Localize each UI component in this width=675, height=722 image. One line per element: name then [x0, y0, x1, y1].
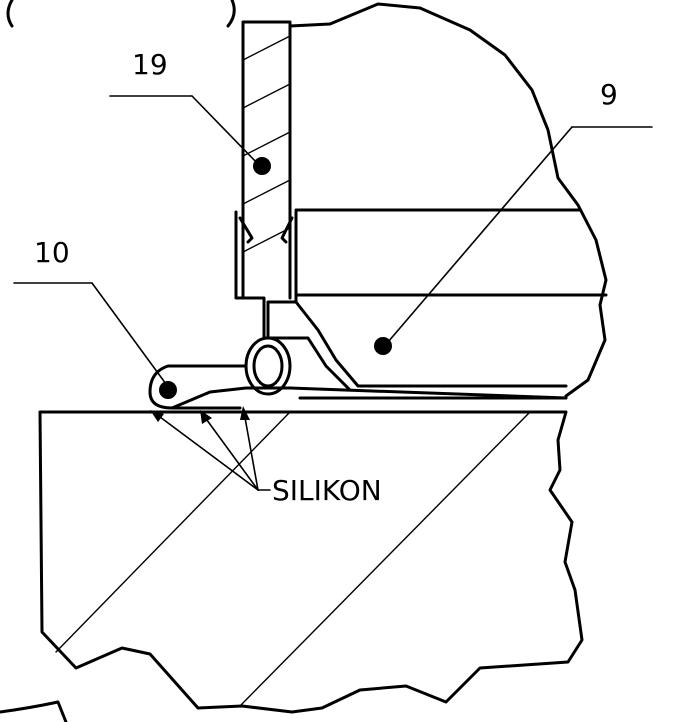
break-line-lower	[0, 700, 68, 722]
label-silikon: SILIKON	[272, 474, 382, 507]
leader-19	[191, 95, 259, 165]
marker-10	[159, 381, 177, 399]
frame-profile-9	[266, 336, 352, 392]
glass-hatching	[242, 35, 291, 253]
cropped-title-fragment	[226, 0, 236, 28]
cropped-title-fragment	[6, 0, 14, 28]
frame-profile-9	[294, 208, 608, 297]
base-slab	[38, 410, 584, 714]
arrow-head	[150, 410, 164, 422]
glazing-clip-left	[238, 216, 254, 244]
arrow-head	[200, 410, 212, 424]
frame-profile-9	[294, 300, 568, 388]
break-line-upper	[288, 2, 608, 398]
hose-gasket-inner	[252, 344, 284, 388]
label-19: 19	[132, 48, 168, 81]
glazing-clip-right	[280, 216, 294, 244]
base-hatching	[55, 411, 531, 707]
leader-10	[91, 282, 167, 385]
label-9: 9	[600, 78, 618, 111]
silikon-callout	[150, 406, 271, 491]
sealing-lip-10	[148, 364, 248, 410]
marker-9	[374, 337, 392, 355]
marker-19	[253, 157, 271, 175]
sealing-lip-10	[170, 386, 292, 410]
sealing-lip-10	[288, 386, 568, 400]
label-10: 10	[34, 236, 70, 269]
leader-9	[387, 126, 573, 343]
arrow-head	[240, 406, 250, 420]
